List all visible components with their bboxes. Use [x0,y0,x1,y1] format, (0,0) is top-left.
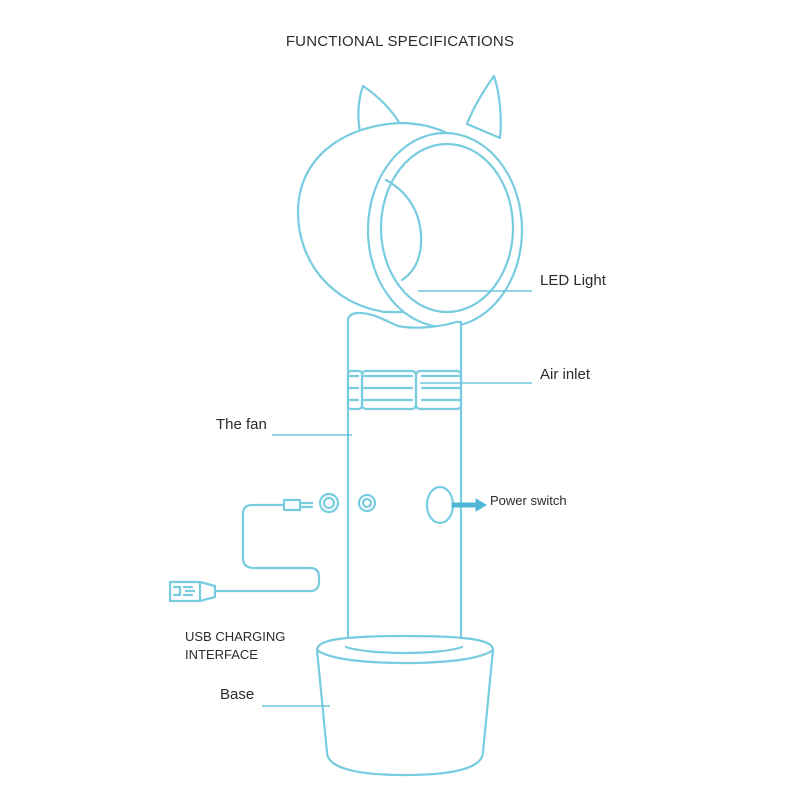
charging-port-inner [361,497,373,509]
led-light-label: LED Light [540,272,606,289]
base-label: Base [220,686,255,703]
ring-outer [366,131,524,329]
page-title: FUNCTIONAL SPECIFICATIONS [285,33,515,50]
the-fan-label: The fan [216,416,267,433]
dc-plug-icon [282,498,314,512]
fan-body [346,311,463,652]
usb-charging-label-line2: INTERFACE [185,647,258,662]
usb-charging-label-line1: USB CHARGING [185,629,286,644]
air-inlet-vents [348,374,462,402]
base-inner-edge [344,645,464,655]
charging-port-outer [357,493,377,513]
power-switch-arrow-icon [451,498,487,512]
plug-ring-inner [322,496,336,510]
plug-ring-outer [318,492,340,514]
power-switch-label: Power switch [490,493,567,508]
vent-right-frame [414,369,463,411]
ring-depth [384,178,423,282]
base [315,634,495,777]
power-switch-button[interactable] [425,485,455,525]
usb-cable [213,503,321,593]
usb-charging-label: USB CHARGING INTERFACE [185,628,285,664]
base-rim [315,648,495,665]
right-ear [465,74,502,140]
air-inlet-label: Air inlet [540,366,591,383]
usb-plug-icon [168,580,217,603]
ring-inner [379,142,515,314]
